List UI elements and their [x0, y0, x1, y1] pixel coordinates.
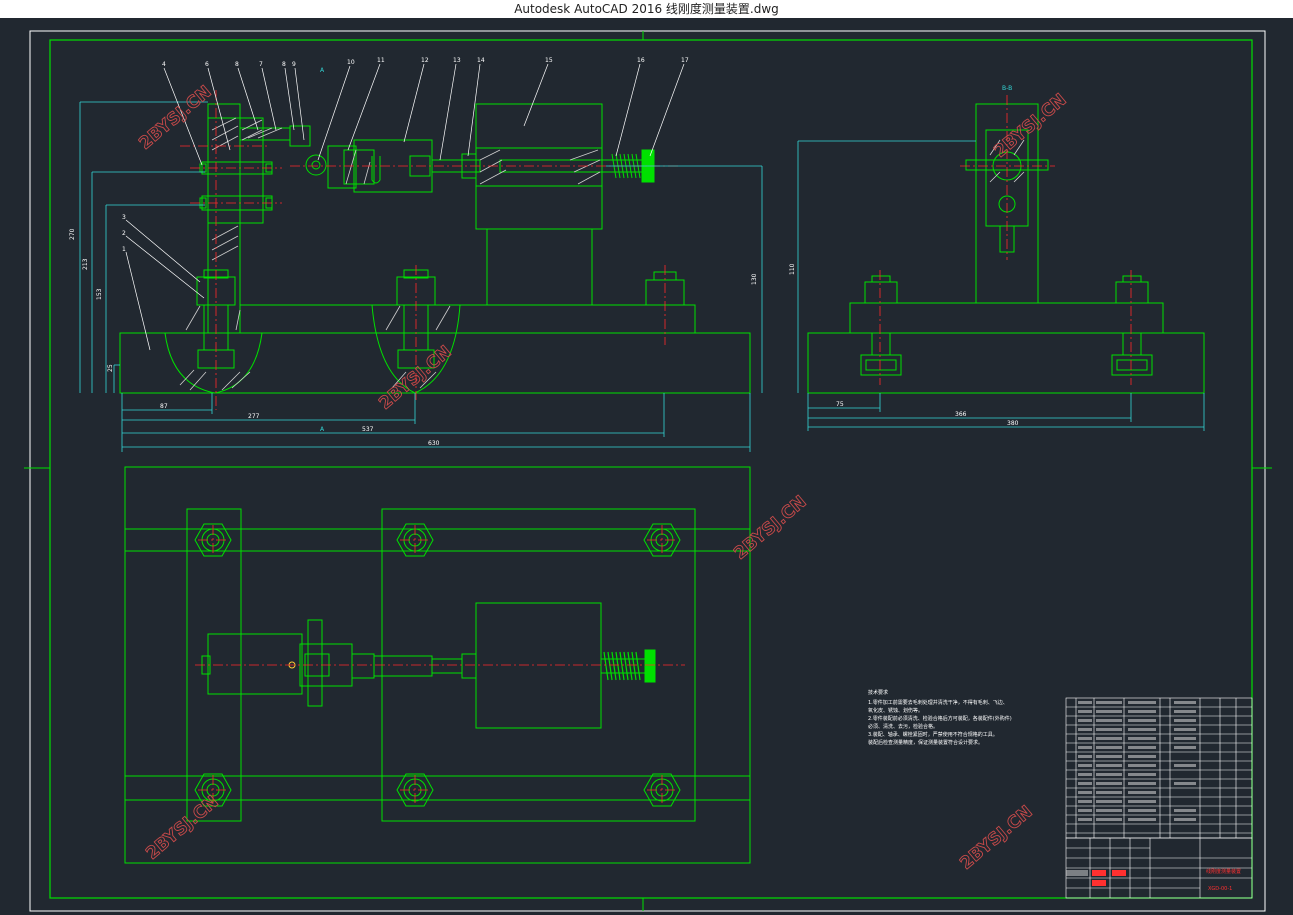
top-centerlines [195, 525, 685, 806]
side-bolt-left [864, 281, 898, 304]
watermark-3: 2BYSJ.CN [730, 492, 810, 564]
balloon-12: 15 [545, 57, 553, 64]
balloon-16: 2 [122, 230, 126, 237]
tech-note-2: 氧化皮、锈蚀、划伤等。 [868, 707, 923, 714]
watermarks: 2BYSJ.CN 2BYSJ.CN 2BYSJ.CN 2BYSJ.CN 2BYS… [135, 82, 1071, 875]
dim-side-height: 110 [789, 263, 796, 275]
title-block-texts: 线刚度测量装置 XGD-00-1 [1206, 868, 1241, 892]
base-cutaway-left [164, 332, 263, 394]
side-bolt-right [1115, 281, 1149, 304]
tech-note-4: 必须、清洗、去污，检验合格。 [868, 723, 938, 730]
dim-w1: 87 [160, 403, 168, 410]
inner-frame [49, 39, 1253, 899]
watermark-4: 2BYSJ.CN [990, 90, 1070, 162]
front-hatching [179, 117, 601, 391]
top-rail-upper [124, 528, 751, 552]
dim-w3: 537 [362, 426, 374, 433]
balloon-7: 10 [347, 59, 355, 66]
balloon-10: 13 [453, 57, 461, 64]
balloon-9: 12 [421, 57, 429, 64]
top-rail-lower [124, 775, 751, 801]
side-base [807, 332, 1205, 394]
window-title: Autodesk AutoCAD 2016 线刚度测量装置.dwg [514, 2, 779, 16]
balloon-14: 17 [681, 57, 689, 64]
title-block-marks [1066, 870, 1126, 886]
balloons: 4 6 8 7 8 9 10 11 12 13 14 15 16 17 3 2 … [122, 57, 689, 253]
dim-left-h2: 213 [82, 258, 89, 270]
balloon-3: 8 [235, 61, 239, 68]
side-dimensions [797, 140, 1205, 431]
tech-note-5: 3.装配、轴承、螺栓紧固时，严禁使用不符合规格的工具。 [868, 731, 998, 738]
dim-side-total: 380 [1007, 420, 1019, 427]
tech-note-6: 装配后检查测量精度，保证测量装置符合设计要求。 [868, 739, 983, 746]
raised-plate [239, 304, 696, 334]
side-centerlines [879, 95, 1132, 385]
column-arm [239, 127, 291, 141]
dim-left-h4: 25 [107, 364, 114, 372]
balloon-8: 11 [377, 57, 385, 64]
watermark-5: 2BYSJ.CN [142, 792, 222, 864]
front-dim-texts: 270 213 153 25 130 87 277 537 630 A A [69, 67, 758, 447]
watermark-1: 2BYSJ.CN [135, 82, 215, 154]
window-title-bar: Autodesk AutoCAD 2016 线刚度测量装置.dwg [0, 0, 1293, 18]
dim-w2: 277 [248, 413, 260, 420]
top-housing [475, 602, 602, 729]
front-dimensions [79, 101, 763, 452]
balloon-15: 3 [122, 214, 126, 221]
dim-w-total: 630 [428, 440, 440, 447]
housing [475, 103, 603, 230]
drawing-canvas[interactable]: 270 213 153 25 130 87 277 537 630 A A 4 … [0, 18, 1293, 915]
side-raised [849, 302, 1164, 334]
housing-bore [475, 147, 603, 187]
tech-notes: 技术要求 1.零件加工前需要去毛刺处理并清洗干净，不得有毛刺、飞边、 氧化皮、锈… [868, 689, 1012, 746]
tech-note-3: 2.零件装配前必须清洗、检验合格后方可装配，各装配件(外购件) [868, 715, 1012, 722]
bom-rows [1066, 706, 1252, 834]
dim-right-height: 130 [751, 273, 758, 285]
dim-side-w2: 366 [955, 411, 967, 418]
balloon-6: 9 [292, 61, 296, 68]
top-base [124, 466, 751, 864]
side-dim-texts: 110 75 366 380 B-B [789, 85, 1019, 427]
dim-side-w1: 75 [836, 401, 844, 408]
lever-pivot [305, 154, 327, 176]
side-hatching [989, 139, 1025, 183]
pivot-block [289, 125, 311, 147]
side-view-label: B-B [1002, 85, 1012, 92]
dim-left-total: 270 [69, 228, 76, 240]
outer-border [29, 30, 1266, 912]
balloon-1: 4 [162, 61, 166, 68]
drawing-number: XGD-00-1 [1208, 886, 1232, 892]
title-block[interactable] [1065, 837, 1253, 899]
balloon-11: 14 [477, 57, 485, 64]
section-mark-bottom: A [320, 426, 325, 433]
balloon-13: 16 [637, 57, 645, 64]
balloon-leaders [125, 63, 685, 351]
tech-note-1: 1.零件加工前需要去毛刺处理并清洗干净，不得有毛刺、飞边、 [868, 699, 1008, 706]
bom-table[interactable] [1065, 697, 1253, 839]
section-mark-top: A [320, 67, 325, 74]
bom-fill [1078, 701, 1196, 821]
balloon-17: 1 [122, 246, 126, 253]
balloon-4: 7 [259, 61, 263, 68]
balloon-5: 8 [282, 61, 286, 68]
top-spring [603, 651, 641, 681]
dim-left-h3: 153 [96, 288, 103, 300]
tech-notes-title: 技术要求 [868, 689, 888, 696]
watermark-2: 2BYSJ.CN [375, 342, 455, 414]
watermark-6: 2BYSJ.CN [956, 802, 1036, 874]
balloon-2: 6 [205, 61, 209, 68]
drawing-name: 线刚度测量装置 [1206, 868, 1241, 875]
center-marks [24, 31, 1272, 911]
cad-drawing[interactable]: 270 213 153 25 130 87 277 537 630 A A 4 … [0, 18, 1293, 915]
housing-stand [486, 228, 593, 306]
link-block [327, 145, 357, 189]
